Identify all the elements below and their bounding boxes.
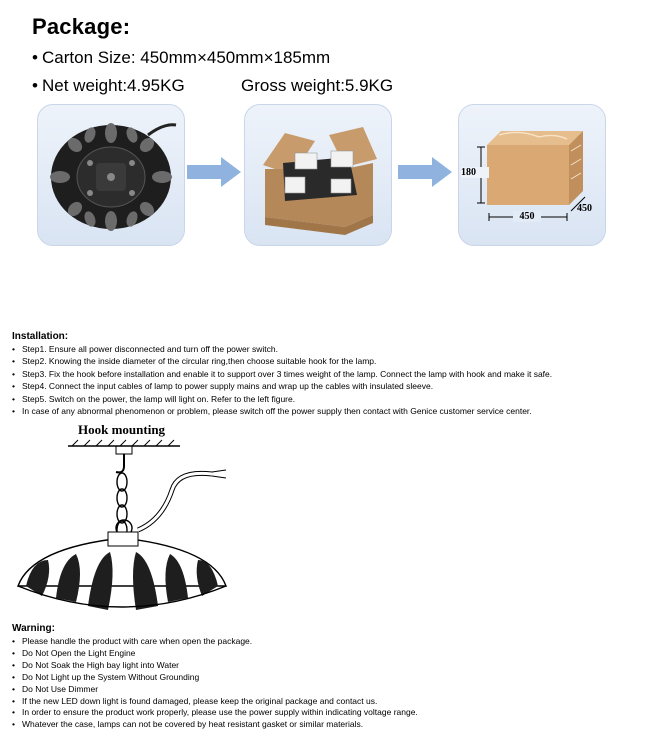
hook-mounting-figure	[12, 420, 252, 620]
list-item: Please handle the product with care when…	[12, 636, 418, 648]
gross-weight-text: Gross weight:5.9KG	[241, 76, 394, 95]
warning-list: Please handle the product with care when…	[12, 636, 418, 731]
box-depth-label: 450	[577, 203, 592, 214]
list-item: Whatever the case, lamps can not be cove…	[12, 719, 418, 731]
list-item: Do Not Use Dimmer	[12, 684, 418, 696]
carton-size-text: Carton Size: 450mm×450mm×185mm	[42, 48, 331, 67]
list-item: Do Not Soak the High bay light into Wate…	[12, 660, 418, 672]
hook-mounting-image	[16, 439, 228, 610]
list-item: Step5. Switch on the power, the lamp wil…	[12, 393, 552, 405]
bullet-icon: •	[32, 76, 38, 95]
net-weight-line: •Net weight:4.95KG	[32, 76, 185, 96]
list-item: Step3. Fix the hook before installation …	[12, 368, 552, 380]
list-item: Step4. Connect the input cables of lamp …	[12, 380, 552, 392]
open-box-image	[263, 127, 377, 235]
net-weight-text: Net weight:4.95KG	[42, 76, 185, 95]
list-item: If the new LED down light is found damag…	[12, 696, 418, 708]
carton-size-line: •Carton Size: 450mm×450mm×185mm	[32, 48, 330, 68]
list-item: Do Not Open the Light Engine	[12, 648, 418, 660]
open-box-image-panel	[244, 104, 392, 246]
arrow-right-icon	[187, 155, 241, 194]
warning-heading: Warning:	[12, 623, 55, 634]
list-item: In order to ensure the product work prop…	[12, 707, 418, 719]
list-item: Step2. Knowing the inside diameter of th…	[12, 355, 552, 367]
box-width-label: 450	[513, 211, 541, 222]
installation-steps-list: Step1. Ensure all power disconnected and…	[12, 343, 552, 417]
bullet-icon: •	[32, 48, 38, 67]
hook-mounting-label: Hook mounting	[78, 422, 166, 437]
list-item: In case of any abnormal phenomenon or pr…	[12, 405, 552, 417]
package-title: Package:	[32, 14, 131, 39]
closed-box-image: 180 450 450	[461, 131, 592, 222]
ufo-lamp-image	[50, 123, 177, 231]
arrow-right-icon	[398, 155, 452, 194]
lamp-image-panel	[37, 104, 185, 246]
list-item: Do Not Light up the System Without Groun…	[12, 672, 418, 684]
box-height-label: 180	[461, 167, 489, 178]
list-item: Step1. Ensure all power disconnected and…	[12, 343, 552, 355]
closed-box-image-panel: 180 450 450	[458, 104, 606, 246]
installation-heading: Installation:	[12, 331, 69, 342]
